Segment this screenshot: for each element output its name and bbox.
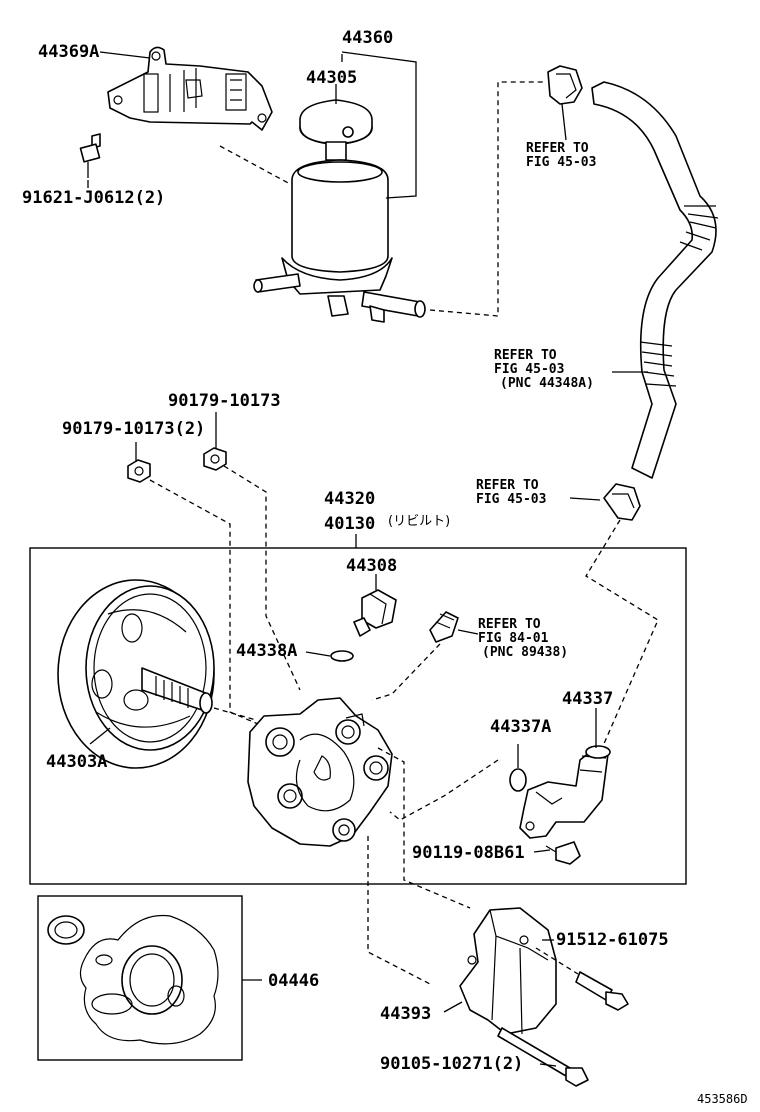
label-ref-d-1: REFER TO xyxy=(478,617,541,632)
label-91512: 91512-61075 xyxy=(556,930,669,950)
label-44305: 44305 xyxy=(306,68,357,88)
label-44337a: 44337A xyxy=(490,717,551,737)
hose-clamp-top-part xyxy=(547,65,583,105)
pump-pulley-part xyxy=(57,579,215,769)
reservoir-tank-part xyxy=(253,99,426,323)
pump-to-bracket-b xyxy=(367,836,431,985)
gasket-kit-part xyxy=(47,914,219,1045)
label-40130-note: (リビルト) xyxy=(388,514,450,529)
leader-44393 xyxy=(443,1001,463,1013)
label-44320: 44320 xyxy=(324,489,375,509)
label-ref-d-2: FIG 84-01 xyxy=(478,631,549,646)
pump-assembly-box xyxy=(29,547,687,885)
clamp-to-pump-line xyxy=(585,519,659,763)
label-ref-c-1: REFER TO xyxy=(476,478,539,493)
pipe-to-pump xyxy=(389,759,499,821)
pump-body-part xyxy=(247,697,393,847)
bracket-bolt-90105-part xyxy=(497,1027,589,1087)
label-44303a: 44303A xyxy=(46,752,107,772)
nut-a-line xyxy=(149,479,259,725)
o-ring-44338a-part xyxy=(330,650,354,662)
union-bolt-part xyxy=(545,841,581,865)
bracket-to-reservoir xyxy=(219,145,291,185)
label-04446: 04446 xyxy=(268,971,319,991)
return-hose-part xyxy=(591,81,719,479)
pump-to-bracket-a xyxy=(377,747,471,909)
reservoir-bracket-part xyxy=(107,46,273,131)
leader-44338a xyxy=(305,651,331,657)
leader-44360 xyxy=(341,51,417,199)
leader-90119 xyxy=(533,849,551,853)
o-ring-44337a-part xyxy=(509,768,527,792)
leader-ref-a xyxy=(561,103,567,141)
label-44393: 44393 xyxy=(380,1004,431,1024)
label-90179-a: 90179-10173 xyxy=(168,391,281,411)
leader-44369a xyxy=(99,51,151,59)
diagram-code: 453586D xyxy=(697,1092,748,1106)
bracket-bolt-part xyxy=(79,133,101,178)
leader-ref-d xyxy=(457,629,479,635)
label-ref-a-2: FIG 45-03 xyxy=(526,155,596,170)
sensor-to-pump xyxy=(371,643,441,701)
label-90179-b: 90179-10173(2) xyxy=(62,419,205,439)
label-ref-b-2: FIG 45-03 xyxy=(494,362,564,377)
nut-90179-a xyxy=(127,459,151,483)
label-44308: 44308 xyxy=(346,556,397,576)
hose-clamp-lower-part xyxy=(603,483,641,521)
leader-44303a xyxy=(89,727,111,745)
sensor-84-01-part xyxy=(429,611,459,643)
pulley-to-pump xyxy=(213,707,257,721)
label-44369a: 44369A xyxy=(38,42,99,62)
pressure-pipe-part xyxy=(519,745,611,839)
label-ref-c-2: FIG 45-03 xyxy=(476,492,546,507)
label-ref-b-3: (PNC 44348A) xyxy=(500,376,594,391)
label-44337: 44337 xyxy=(562,689,613,709)
label-ref-d-3: (PNC 89438) xyxy=(482,645,568,660)
pump-bracket-part xyxy=(459,907,557,1035)
label-ref-a-1: REFER TO xyxy=(526,141,589,156)
pressure-switch-part xyxy=(353,589,397,637)
label-90119: 90119-08B61 xyxy=(412,843,525,863)
leader-ref-c xyxy=(569,497,601,501)
nut-b-line xyxy=(223,465,301,691)
nut-90179-b xyxy=(203,447,227,471)
label-91621: 91621-J0612(2) xyxy=(22,188,165,208)
label-90105: 90105-10271(2) xyxy=(380,1054,523,1074)
reservoir-to-clamp xyxy=(429,81,546,317)
label-ref-b-1: REFER TO xyxy=(494,348,557,363)
leader-90105 xyxy=(539,1063,557,1067)
bracket-bolt-91512-part xyxy=(575,971,629,1011)
label-44360: 44360 xyxy=(342,28,393,48)
label-44338a: 44338A xyxy=(236,641,297,661)
label-40130: 40130 xyxy=(324,514,375,534)
gasket-kit-box xyxy=(37,895,243,1061)
